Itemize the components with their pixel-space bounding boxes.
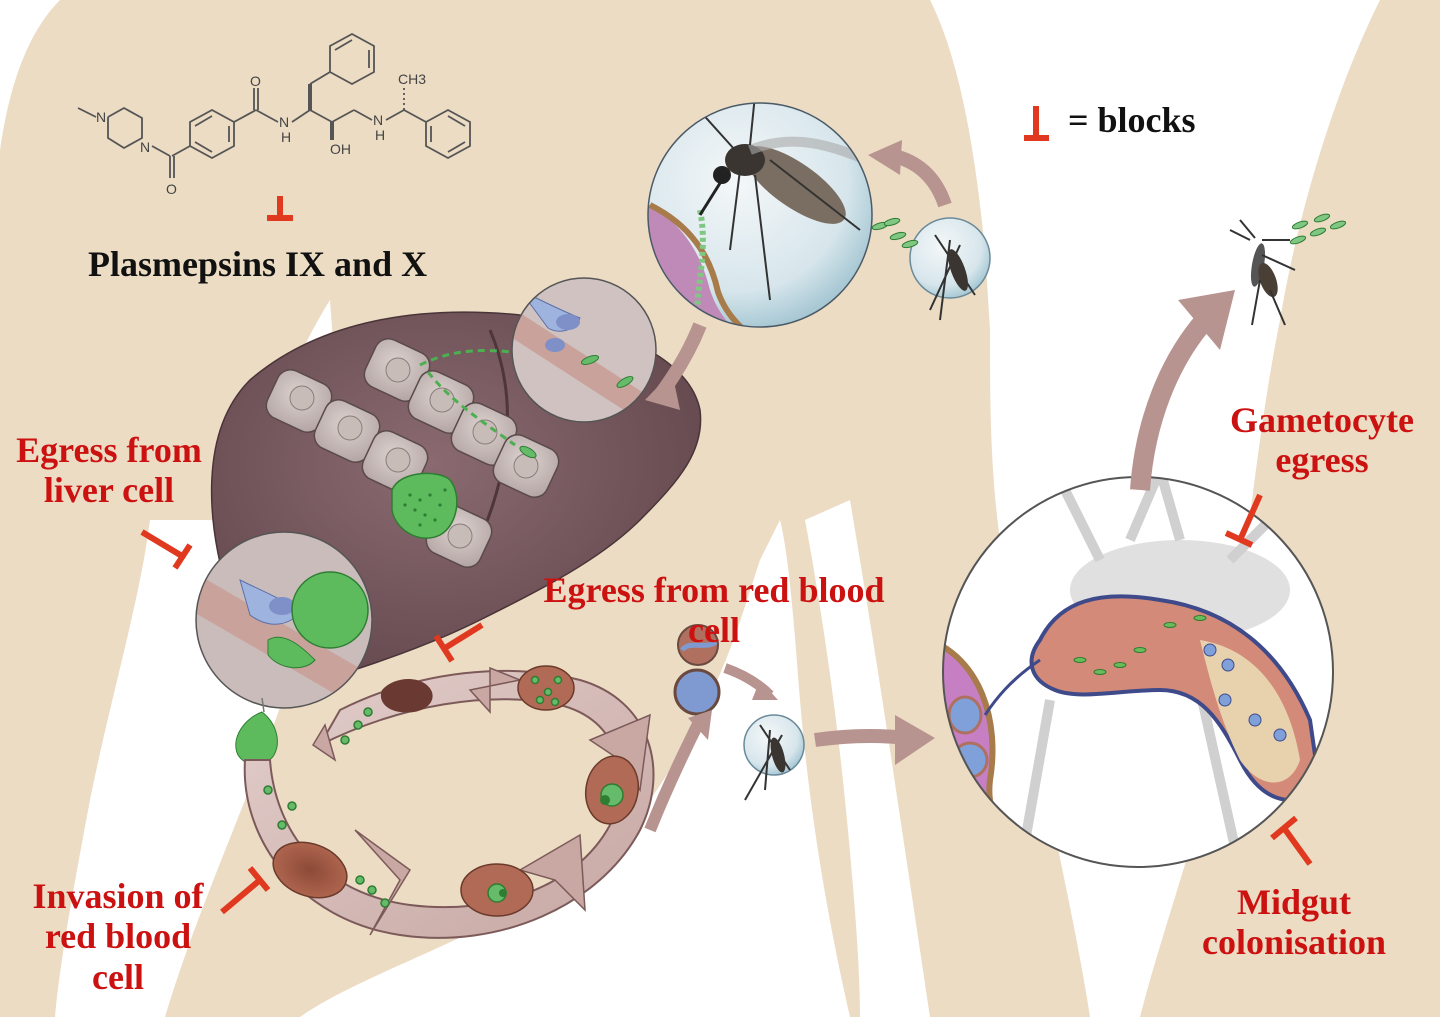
atom-label: N (96, 109, 106, 125)
blocker-rbc-egress (433, 622, 484, 663)
blocker-symbol-compound (267, 196, 293, 221)
atom-label: H (375, 127, 385, 143)
label-line: Gametocyte (1230, 400, 1414, 440)
atom-label: O (166, 181, 177, 197)
label-gametocyte-egress: Gametocyte egress (1216, 400, 1428, 481)
arrow-to-bite-head (868, 140, 902, 175)
label-line: cell (92, 956, 144, 997)
compound-structure: N N O O N H OH N H CH3 (77, 32, 471, 197)
mosquito-transmitting (1229, 213, 1347, 326)
label-line: Egress from (16, 430, 202, 470)
legend-blocker-icon (1024, 106, 1049, 141)
label-line: red blood (44, 916, 192, 957)
blocker-gametocyte-egress (1224, 493, 1263, 548)
label-midgut-colonisation: Midgut colonisation (1186, 882, 1402, 963)
atom-label: O (250, 73, 261, 89)
blocker-rbc-invasion (220, 866, 271, 915)
arrow-to-midgut (814, 728, 906, 747)
mosquito-bubble-feeding (743, 714, 805, 801)
label-line: Invasion of (32, 876, 204, 916)
blocker-liver-egress (140, 529, 193, 570)
arrow-to-midgut-head (895, 715, 935, 765)
label-line: egress (1275, 440, 1369, 481)
atom-label: CH3 (398, 71, 426, 87)
gametocytes (644, 624, 778, 833)
liver-egress-zoom (195, 531, 373, 709)
atom-label: N (140, 139, 150, 155)
label-line: liver cell (43, 470, 175, 511)
blocker-midgut (1270, 815, 1313, 866)
arrow-to-liver-head (645, 372, 680, 410)
mosquito-bubble-bite (871, 217, 991, 321)
label-rbc-invasion: Invasion of red blood cell (18, 876, 218, 997)
label-line: Egress from red blood (543, 570, 885, 610)
atom-label: OH (330, 141, 351, 157)
arrow-to-transmitting-mosquito (1130, 313, 1213, 491)
mosquito-midgut-zoom (942, 476, 1334, 868)
legend-text: = blocks (1068, 100, 1196, 140)
atom-label: H (281, 129, 291, 145)
blood-stage-cycle (243, 665, 655, 939)
target-label: Plasmepsins IX and X (88, 244, 428, 284)
arrow-to-transmitting-mosquito-head (1178, 290, 1235, 350)
label-liver-egress: Egress from liver cell (4, 430, 214, 511)
label-line: colonisation (1201, 922, 1387, 963)
merosome (235, 697, 278, 766)
atom-label: N (279, 114, 289, 130)
liver-sinusoid-zoom (511, 277, 657, 423)
label-line: Midgut (1236, 882, 1351, 922)
atom-label: N (373, 112, 383, 128)
label-rbc-egress: Egress from red blood cell (520, 570, 908, 651)
label-line: cell (688, 610, 740, 651)
